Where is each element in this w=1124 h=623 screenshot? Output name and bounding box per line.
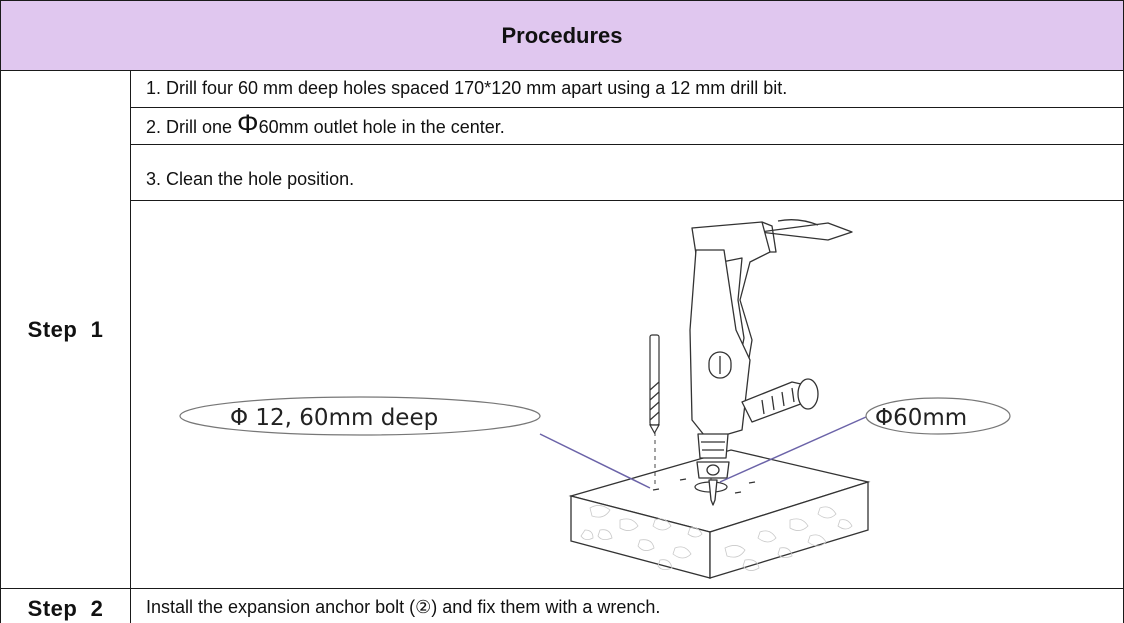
step2-label: Step 2 (1, 589, 130, 623)
hammer-drill-icon (689, 219, 853, 506)
border-step2-top (0, 588, 1124, 589)
instruction-2-rest: 60mm outlet hole in the center. (258, 117, 505, 137)
callout-right-label: Φ60mm (875, 405, 967, 431)
header-title: Procedures (501, 22, 623, 48)
callout-left-oval (179, 396, 541, 436)
border-row1 (130, 107, 1124, 108)
callout-right-oval (865, 397, 1011, 435)
border-row2 (130, 144, 1124, 145)
instruction-1: 1. Drill four 60 mm deep holes spaced 17… (146, 78, 788, 98)
callout-left-label: Φ 12, 60mm deep (230, 405, 438, 431)
step2-instruction: Install the expansion anchor bolt (②) an… (146, 597, 661, 617)
drill-bit-icon (648, 334, 661, 435)
border-col-divider (130, 70, 131, 623)
instruction-2-prefix: 2. Drill one (146, 117, 238, 137)
phi-symbol: Φ (237, 109, 259, 139)
instruction-2: 2. Drill one Φ60mm outlet hole in the ce… (146, 109, 505, 140)
step2-label-text: Step 2 (27, 596, 104, 621)
table-header: Procedures (1, 1, 1123, 70)
instruction-3: 3. Clean the hole position. (146, 169, 355, 189)
drilling-illustration: Φ 12, 60mm deep Φ60mm (179, 219, 1011, 579)
leader-lines (539, 416, 867, 489)
border-left (0, 0, 1, 623)
border-top (0, 0, 1124, 1)
step1-label-text: Step 1 (27, 316, 104, 342)
border-row3 (130, 200, 1124, 201)
block-texture (580, 505, 853, 571)
step1-label: Step 1 (1, 71, 130, 588)
border-header-bottom (0, 70, 1124, 71)
